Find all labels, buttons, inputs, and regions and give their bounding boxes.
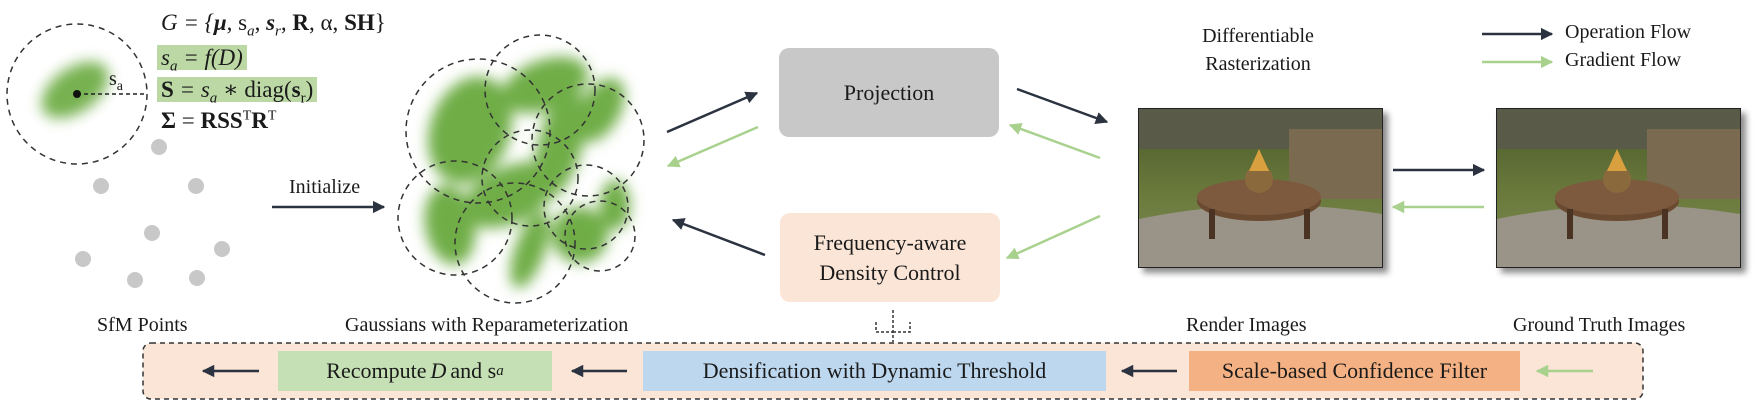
gaussians-to-projection-arrow [666,91,759,134]
render-to-projection-gradient-arrow [1008,123,1101,160]
projection-box: Projection [779,48,999,137]
gaussians-cluster [397,34,645,304]
render-image [1138,108,1383,268]
scale-matrix-formula: S = sa ∗ diag(sr) [157,77,318,108]
projection-gradient-arrow [666,125,759,168]
gaussian-parameter-set: G = {μ, sa, sr, R, α, SH} [161,10,386,40]
single-gaussian-illustration [6,23,148,165]
render-to-density-gradient-arrow [1005,214,1101,260]
sfm-points-label: SfM Points [97,314,188,336]
projection-to-render-arrow [1016,87,1109,124]
sfm-point-cloud [75,139,230,288]
scale-label: sa [109,68,124,94]
scale-function-formula: sa = f(D) [157,45,247,76]
ground-truth-image [1496,108,1741,268]
confidence-filter-step: Scale-based Confidence Filter [1189,351,1520,391]
gaussians-label: Gaussians with Reparameterization [345,314,629,336]
legend-operation-label: Operation Flow [1565,21,1692,43]
render-images-label: Render Images [1186,314,1307,336]
densification-step: Densification with Dynamic Threshold [643,351,1106,391]
initialize-label: Initialize [289,176,361,198]
pipeline-bracket [875,322,911,342]
covariance-formula: Σ = RSSTRT [161,108,277,133]
density-to-gaussians-arrow [671,218,766,257]
legend-gradient-label: Gradient Flow [1565,49,1682,71]
ground-truth-label: Ground Truth Images [1513,314,1686,336]
